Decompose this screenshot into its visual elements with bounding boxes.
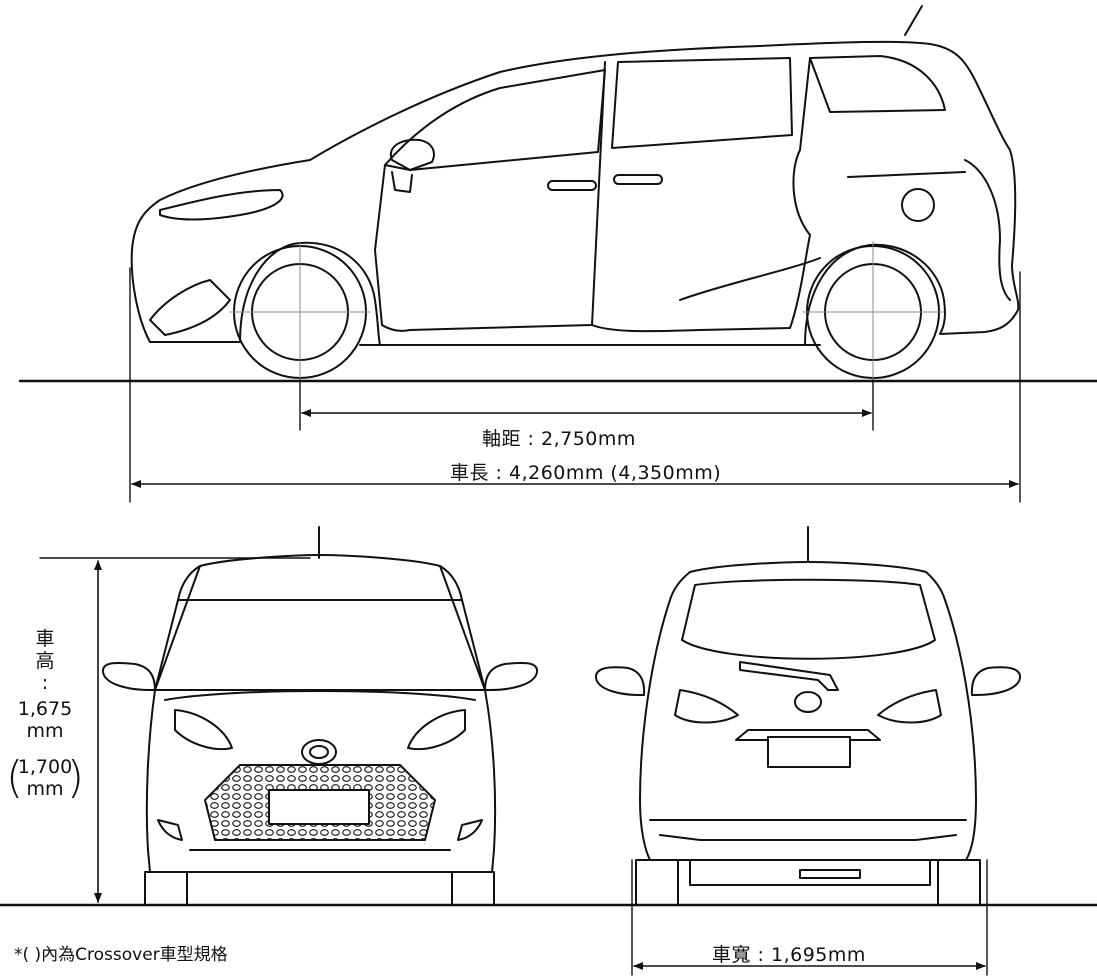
side-quarter-window bbox=[809, 55, 946, 113]
front-body bbox=[145, 689, 497, 873]
side-rear-wheel bbox=[802, 241, 944, 383]
height-unit: mm bbox=[26, 720, 64, 742]
side-door-handle-2 bbox=[613, 174, 663, 185]
height-alt-unit: mm bbox=[26, 778, 64, 800]
front-headlight-left bbox=[174, 709, 233, 751]
front-tire-right bbox=[451, 871, 495, 906]
rear-body bbox=[639, 599, 977, 861]
height-colon: : bbox=[41, 672, 49, 694]
rear-taillight-left bbox=[674, 689, 739, 724]
height-char-1: 車 bbox=[35, 628, 55, 650]
rear-tire-left bbox=[635, 859, 679, 906]
wheelbase-label: 軸距 : 2,750mm bbox=[482, 428, 636, 450]
height-label: 車 高 : 1,675 mm ( 1,700 mm ) bbox=[6, 628, 84, 802]
front-windshield bbox=[154, 599, 486, 691]
front-mirror-right bbox=[484, 662, 538, 691]
side-front-door bbox=[374, 164, 593, 332]
footnote: *( )內為Crossover車型規格 bbox=[14, 945, 228, 965]
front-tire-left bbox=[144, 871, 188, 906]
side-door-handle-1 bbox=[547, 180, 597, 191]
front-view bbox=[0, 526, 1097, 907]
rear-mirror-right bbox=[970, 666, 1021, 696]
rear-view bbox=[595, 526, 1021, 976]
rear-mirror-left bbox=[595, 666, 646, 696]
side-view bbox=[18, 5, 1097, 503]
height-alt-value: 1,700 bbox=[17, 756, 73, 778]
front-emblem bbox=[301, 739, 337, 765]
rear-roof bbox=[689, 561, 946, 601]
side-front-window bbox=[384, 69, 606, 171]
paren-right: ) bbox=[66, 752, 84, 803]
rear-emblem bbox=[794, 691, 822, 713]
side-rear-arch bbox=[804, 243, 946, 346]
height-alt-group: ( 1,700 mm ) bbox=[6, 754, 84, 802]
rear-taillight-right bbox=[877, 689, 942, 724]
height-value: 1,675 bbox=[17, 698, 73, 720]
front-headlight-right bbox=[407, 709, 466, 751]
side-body-outline bbox=[130, 40, 1020, 343]
side-fuel-cap bbox=[901, 188, 935, 222]
side-front-wheel bbox=[229, 241, 371, 383]
rear-tire-right bbox=[937, 859, 981, 906]
width-label: 車寬 : 1,695mm bbox=[712, 944, 866, 966]
length-label: 車長 : 4,260mm (4,350mm) bbox=[450, 462, 722, 484]
front-roof bbox=[199, 554, 463, 601]
side-rear-window bbox=[611, 57, 793, 149]
side-front-arch bbox=[239, 241, 381, 346]
side-mirror bbox=[390, 138, 435, 171]
front-license-plate bbox=[268, 789, 370, 825]
height-char-2: 高 bbox=[35, 650, 55, 672]
side-antenna bbox=[904, 5, 923, 36]
rear-license-plate bbox=[767, 736, 851, 768]
paren-left: ( bbox=[6, 752, 24, 803]
side-sliding-door bbox=[591, 57, 811, 333]
rear-window bbox=[681, 578, 936, 660]
front-mirror-left bbox=[102, 662, 156, 691]
